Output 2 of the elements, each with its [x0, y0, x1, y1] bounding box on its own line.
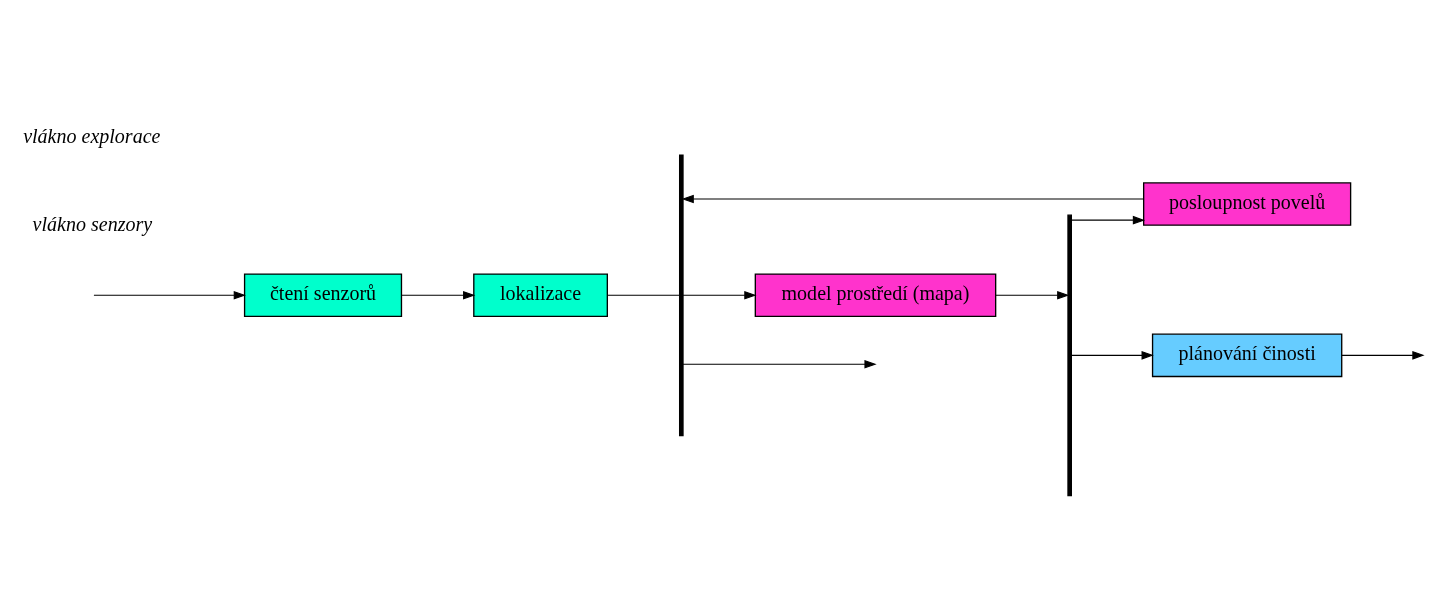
label: vlákno senzory — [32, 212, 152, 235]
label: vlákno explorace — [22, 124, 160, 147]
